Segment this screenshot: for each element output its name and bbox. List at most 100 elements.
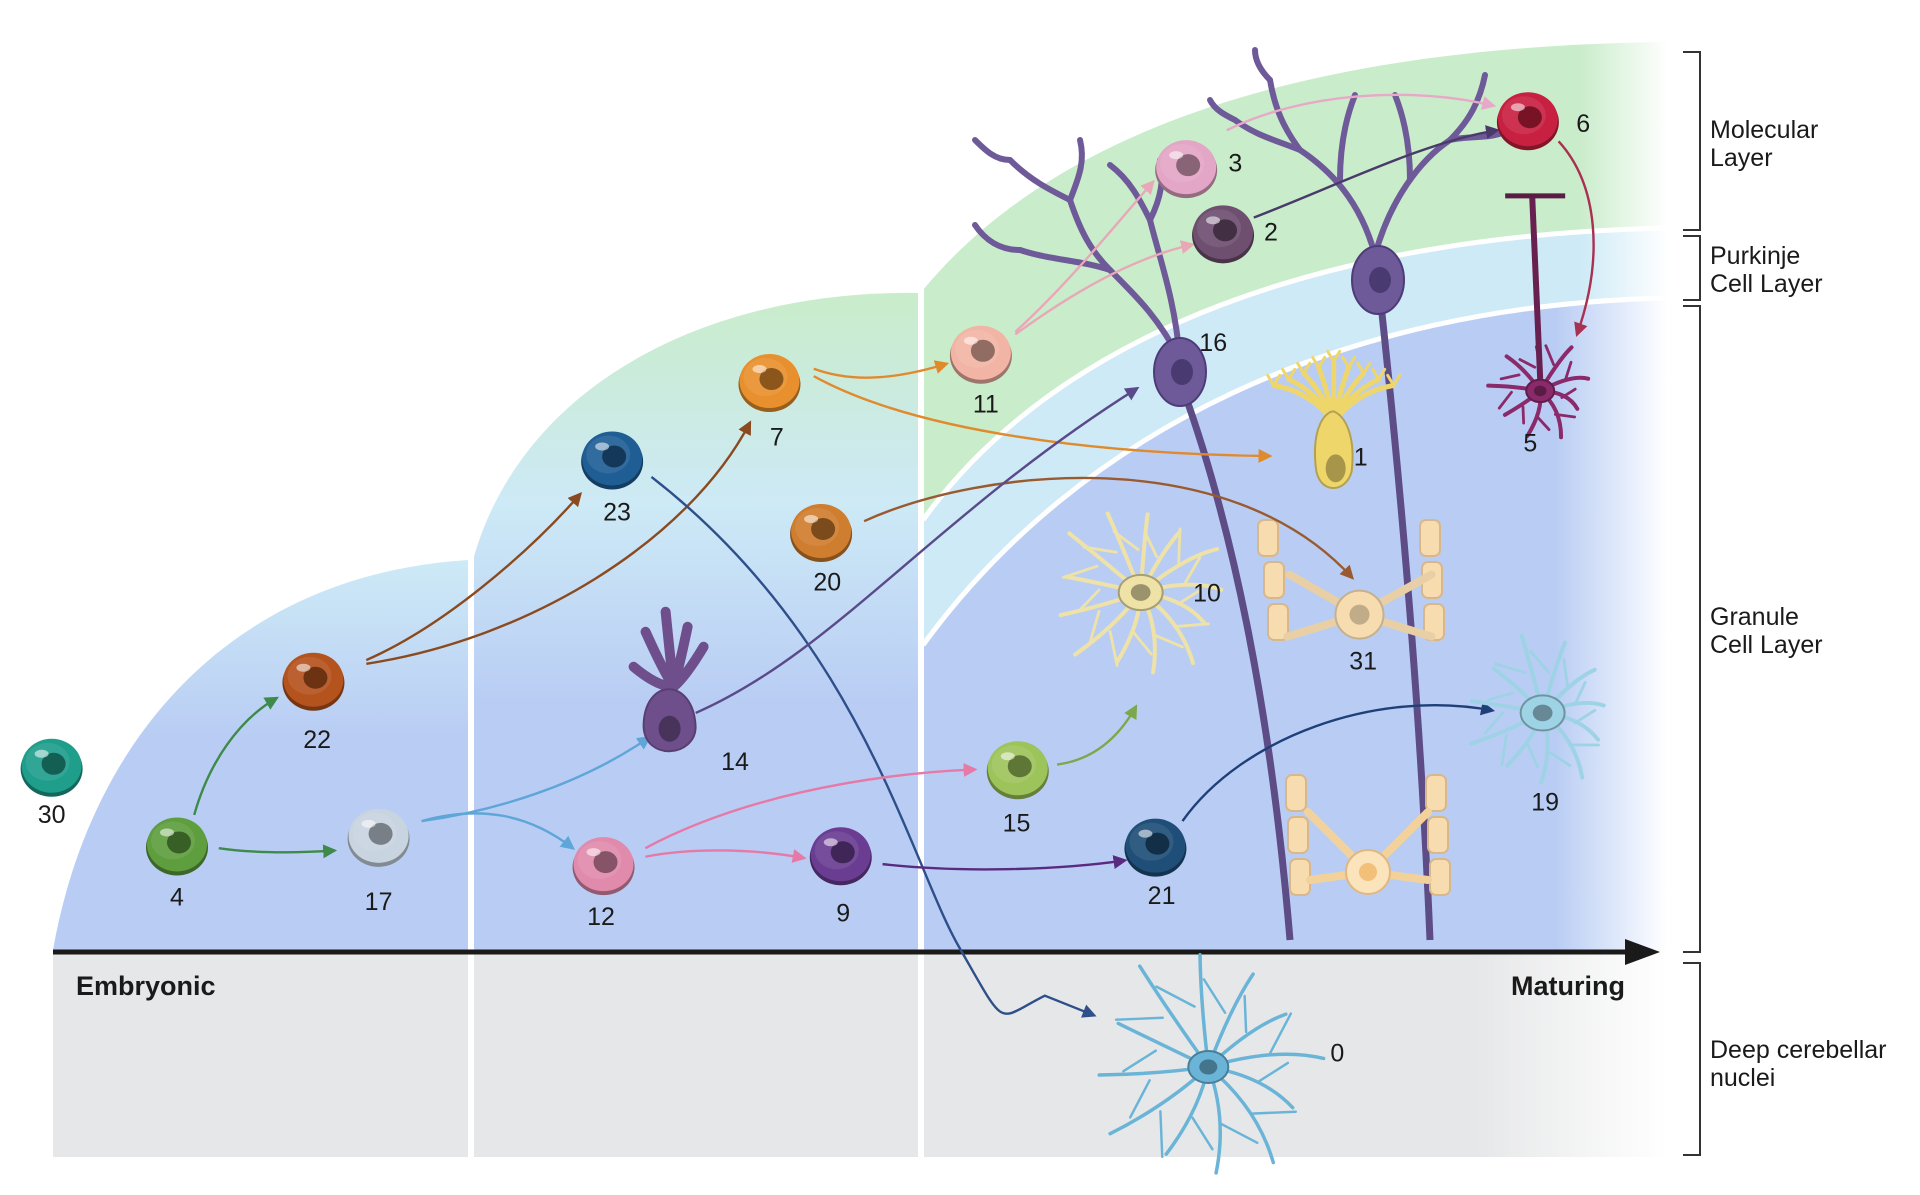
arrow-9-21 [882,855,1128,871]
arrow-11-3 [1014,179,1155,333]
cell-12-progenitor-icon [572,837,635,896]
cell-label-20: 20 [813,569,841,597]
cell-23-progenitor-icon [581,431,644,490]
cell-2-progenitor-icon [1192,205,1255,264]
granule-neuron-secondary [1304,808,1432,895]
layer-label-granule-2: Cell Layer [1710,631,1823,659]
cell-9-progenitor-icon [809,827,872,886]
layer-label-purkinje: Purkinje [1710,242,1800,270]
layer-label-dcn-2: nuclei [1710,1064,1775,1092]
arrow-3-6 [1226,93,1497,132]
arrow-23-0 [650,475,1097,1018]
cell-label-7: 7 [770,424,784,452]
time-axis: Embryonic Maturing [53,939,1660,1001]
layer-boundary-2 [920,295,1669,647]
dcn-region [53,950,1668,1157]
cell-label-2: 2 [1264,218,1278,246]
arrow-12-15 [644,762,978,850]
cell-label-3: 3 [1228,149,1242,177]
cell-22-progenitor-icon [282,652,345,711]
cell-20-progenitor-icon [790,504,853,563]
cell-label-11: 11 [973,390,999,418]
arrow-22-23 [365,492,583,662]
cell-label-10: 10 [1193,580,1221,608]
cell-label-17: 17 [365,888,393,916]
cell-10-astrocyte-icon [1058,511,1224,675]
cell-label-16: 16 [1199,329,1227,357]
cell-label-19: 19 [1531,789,1559,817]
purkinje-nucleus-16 [1171,359,1193,385]
transition-arrows [193,93,1595,1018]
cell-label-12: 12 [587,903,615,931]
cell-label-6: 6 [1576,110,1590,138]
bracket-granule [1683,305,1701,953]
cell-label-22: 22 [303,726,331,754]
cell-31-granule-neuron-icon [1283,570,1436,641]
bracket-dcn [1683,962,1701,1156]
layer-label-dcn: Deep cerebellar [1710,1036,1887,1064]
arrow-15-10 [1056,704,1138,766]
arrow-21-19 [1181,701,1495,822]
cell-7-progenitor-icon [738,354,801,413]
axis-arrowhead-icon [1625,939,1660,965]
cell-label-4: 4 [170,883,184,911]
cell-label-0: 0 [1330,1039,1344,1067]
layer-label-granule: Granule [1710,603,1799,631]
bracket-molecular [1683,51,1701,231]
cell-nodes [20,92,1606,1175]
cell-label-21: 21 [1148,882,1176,910]
cell-label-30: 30 [38,801,66,829]
axis-start-label: Embryonic [76,971,216,1001]
purkinje-nucleus-right [1369,267,1391,293]
cell-label-31: 31 [1349,647,1377,675]
cell-label-14: 14 [721,748,749,776]
stage-divider-1 [468,540,474,1160]
cell-label-9: 9 [836,899,850,927]
arrow-11-2 [1014,240,1196,336]
cell-11-progenitor-icon [949,325,1012,384]
arrow-2-6 [1253,125,1500,219]
cell-label-23: 23 [603,499,631,527]
arrow-4-22 [193,696,280,816]
granule-layer [923,298,1668,950]
cell-label-15: 15 [1003,810,1031,838]
cell-19-oligodendrocyte-icon [1469,633,1606,785]
layer-label-purkinje-2: Cell Layer [1710,270,1823,298]
arrow-17-12 [421,812,576,850]
cell-0-dcn-neuron-icon [1097,952,1326,1175]
background-regions [53,42,1669,1160]
purkinje-axon-left [1180,390,1294,941]
arrow-7-1 [813,375,1273,463]
arrow-14-16 [695,386,1140,715]
granule-ladder [1257,519,1451,896]
stage1-region [53,560,468,950]
cell-5-interneuron-icon [1486,193,1591,440]
cell-label-1: 1 [1354,443,1368,471]
cell-label-5: 5 [1523,430,1537,458]
bracket-purkinje [1683,235,1701,301]
layer-brackets: Molecular Layer Purkinje Cell Layer Gran… [1683,51,1887,1156]
axis-end-label: Maturing [1511,971,1625,1001]
cell-6-progenitor-icon [1496,92,1559,151]
layer-boundary-1 [920,225,1669,522]
arrow-12-9 [645,849,807,863]
cell-17-progenitor-icon [347,808,410,867]
arrow-7-11 [813,360,950,379]
cell-15-progenitor-icon [986,741,1049,800]
cell-14-purkinje-immature-icon [628,606,709,753]
arrow-17-14 [421,735,652,823]
layer-label-molecular: Molecular [1710,116,1818,144]
cell-1-bergmann-glia-icon [1266,349,1402,489]
arrow-22-7 [366,420,752,665]
arrow-20-31 [863,476,1354,580]
layer-label-molecular-2: Layer [1710,144,1773,172]
cell-30-progenitor-icon [20,738,83,797]
cell-4-progenitor-icon [146,817,209,876]
stage-divider-2 [918,280,924,1160]
arrow-6-5 [1557,140,1595,337]
cell-3-progenitor-icon [1155,140,1218,199]
arrow-4-17 [218,844,338,859]
cell-21-progenitor-icon [1124,818,1187,877]
